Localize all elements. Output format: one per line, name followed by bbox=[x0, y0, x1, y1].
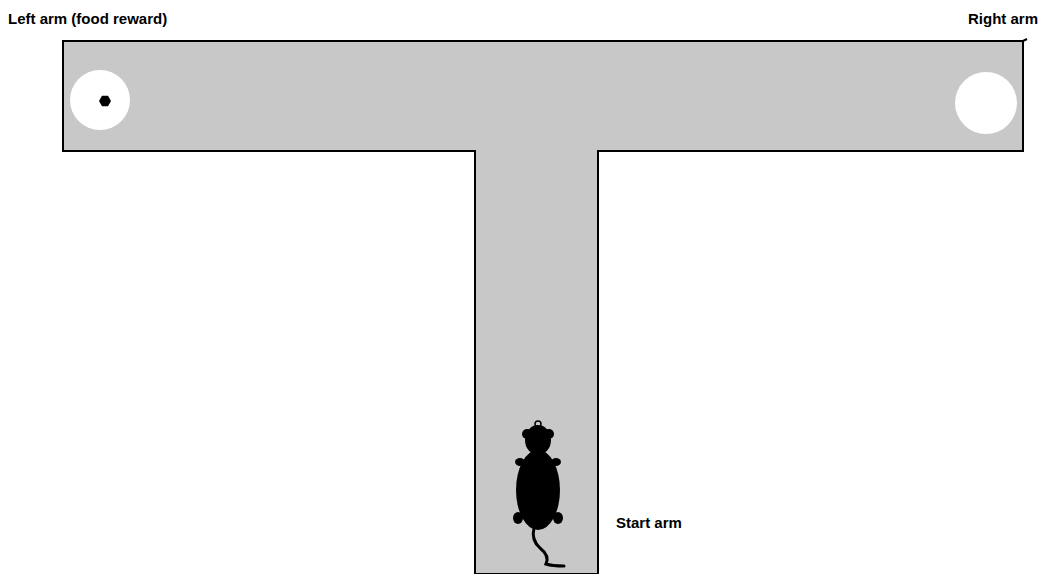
arm-label: Right arm bbox=[968, 10, 1038, 28]
arm-label: Left arm (food reward) bbox=[8, 10, 167, 28]
mouse-silhouette bbox=[513, 421, 564, 566]
corner-tick bbox=[1023, 39, 1027, 41]
food-well-right bbox=[955, 72, 1017, 134]
food-pellet bbox=[99, 96, 111, 106]
arm-label: Start arm bbox=[616, 514, 682, 532]
food-well-left bbox=[70, 70, 130, 130]
t-maze-outline bbox=[63, 41, 1023, 574]
